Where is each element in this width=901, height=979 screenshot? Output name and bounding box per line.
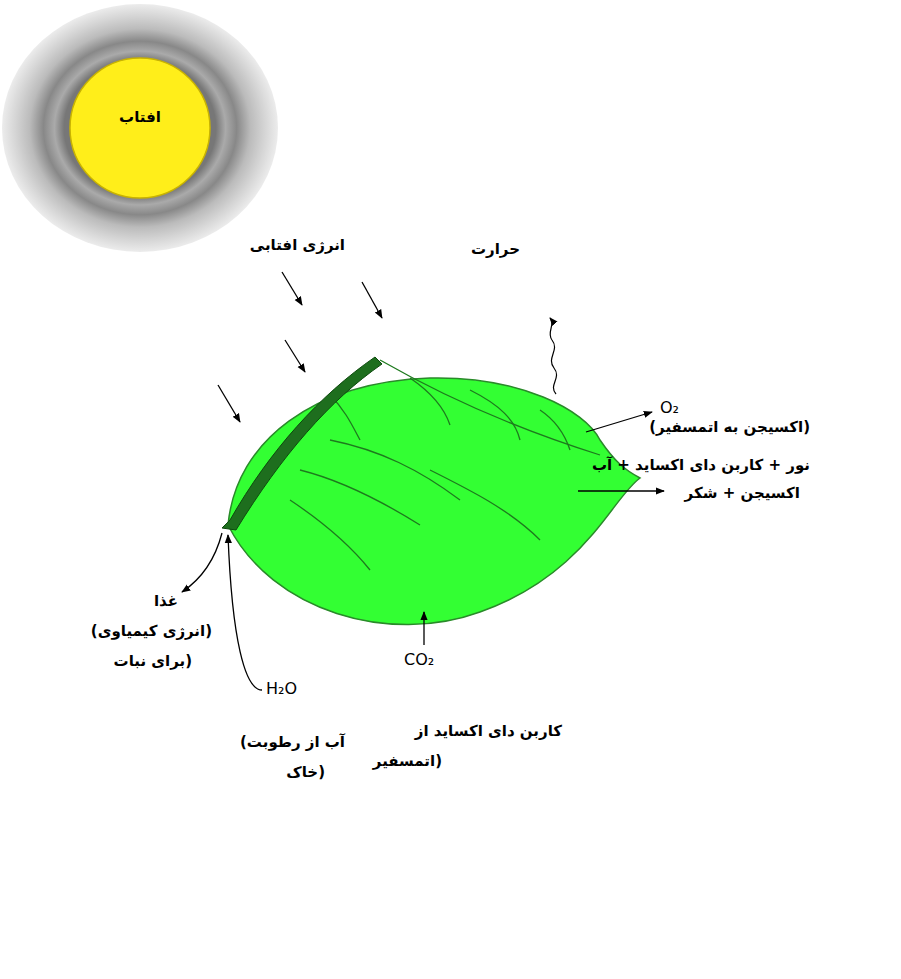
annotation-label: نور + کاربن دای اکساید + آب xyxy=(592,456,810,476)
sun-node: افتاب xyxy=(70,58,210,198)
leaf xyxy=(228,378,640,625)
annotation-label: (برای نبات xyxy=(114,652,192,672)
annotation-label: اکسیجن + شکر xyxy=(685,484,800,504)
annotation-label: کاربن دای اکساید از xyxy=(415,722,562,742)
annotation-label: غذا xyxy=(154,592,178,612)
annotation-label: (انرژی کیمیاوی) xyxy=(91,622,212,642)
leaf-stem xyxy=(222,357,382,530)
annotation-label: (اکسیجن به اتمسفیر) xyxy=(649,418,810,438)
annotation-label: H₂O xyxy=(266,679,297,700)
annotation-label: انرژی افتابی xyxy=(250,236,345,256)
arrows xyxy=(182,272,664,690)
sun-disc xyxy=(70,58,210,198)
heat-wave xyxy=(550,318,557,394)
annotation-label: آب از رطوبت) xyxy=(240,733,345,753)
annotation-label: (اتمسفیر xyxy=(373,752,442,772)
sun-glow xyxy=(2,4,278,252)
annotation-label: O₂ xyxy=(660,398,679,419)
annotation-label: (خاک xyxy=(286,763,325,783)
annotation-label: CO₂ xyxy=(404,650,434,671)
annotation-label: حرارت xyxy=(471,240,520,260)
sun-label: افتاب xyxy=(119,108,161,126)
